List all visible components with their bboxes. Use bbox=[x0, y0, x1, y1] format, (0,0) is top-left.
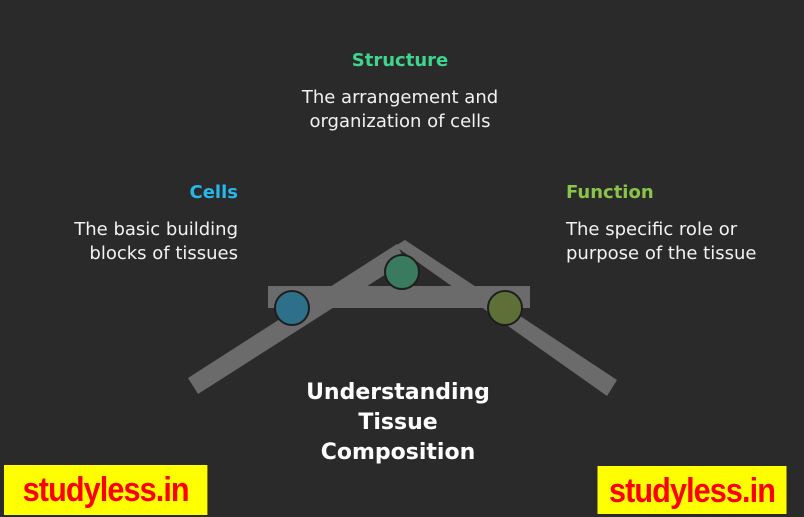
function-description: The specific role or purpose of the tiss… bbox=[566, 219, 757, 264]
watermark-left: studyless.in bbox=[4, 465, 208, 515]
cells-title: Cells bbox=[189, 182, 238, 203]
title-line: Composition bbox=[320, 440, 476, 465]
crossbeam bbox=[268, 286, 530, 308]
cells-description: The basic building blocks of tissues bbox=[74, 219, 238, 264]
watermark-right: studyless.in bbox=[597, 466, 787, 514]
title-line: Tissue bbox=[358, 410, 438, 435]
function-node bbox=[487, 290, 523, 326]
structure-description: The arrangement and organization of cell… bbox=[301, 87, 499, 132]
structure-node bbox=[384, 254, 420, 290]
structure-title: Structure bbox=[351, 50, 449, 71]
title-line: Understanding bbox=[306, 380, 490, 405]
cells-node bbox=[274, 290, 310, 326]
diagram-title: Understanding Tissue Composition bbox=[270, 378, 526, 468]
function-title: Function bbox=[566, 182, 654, 203]
